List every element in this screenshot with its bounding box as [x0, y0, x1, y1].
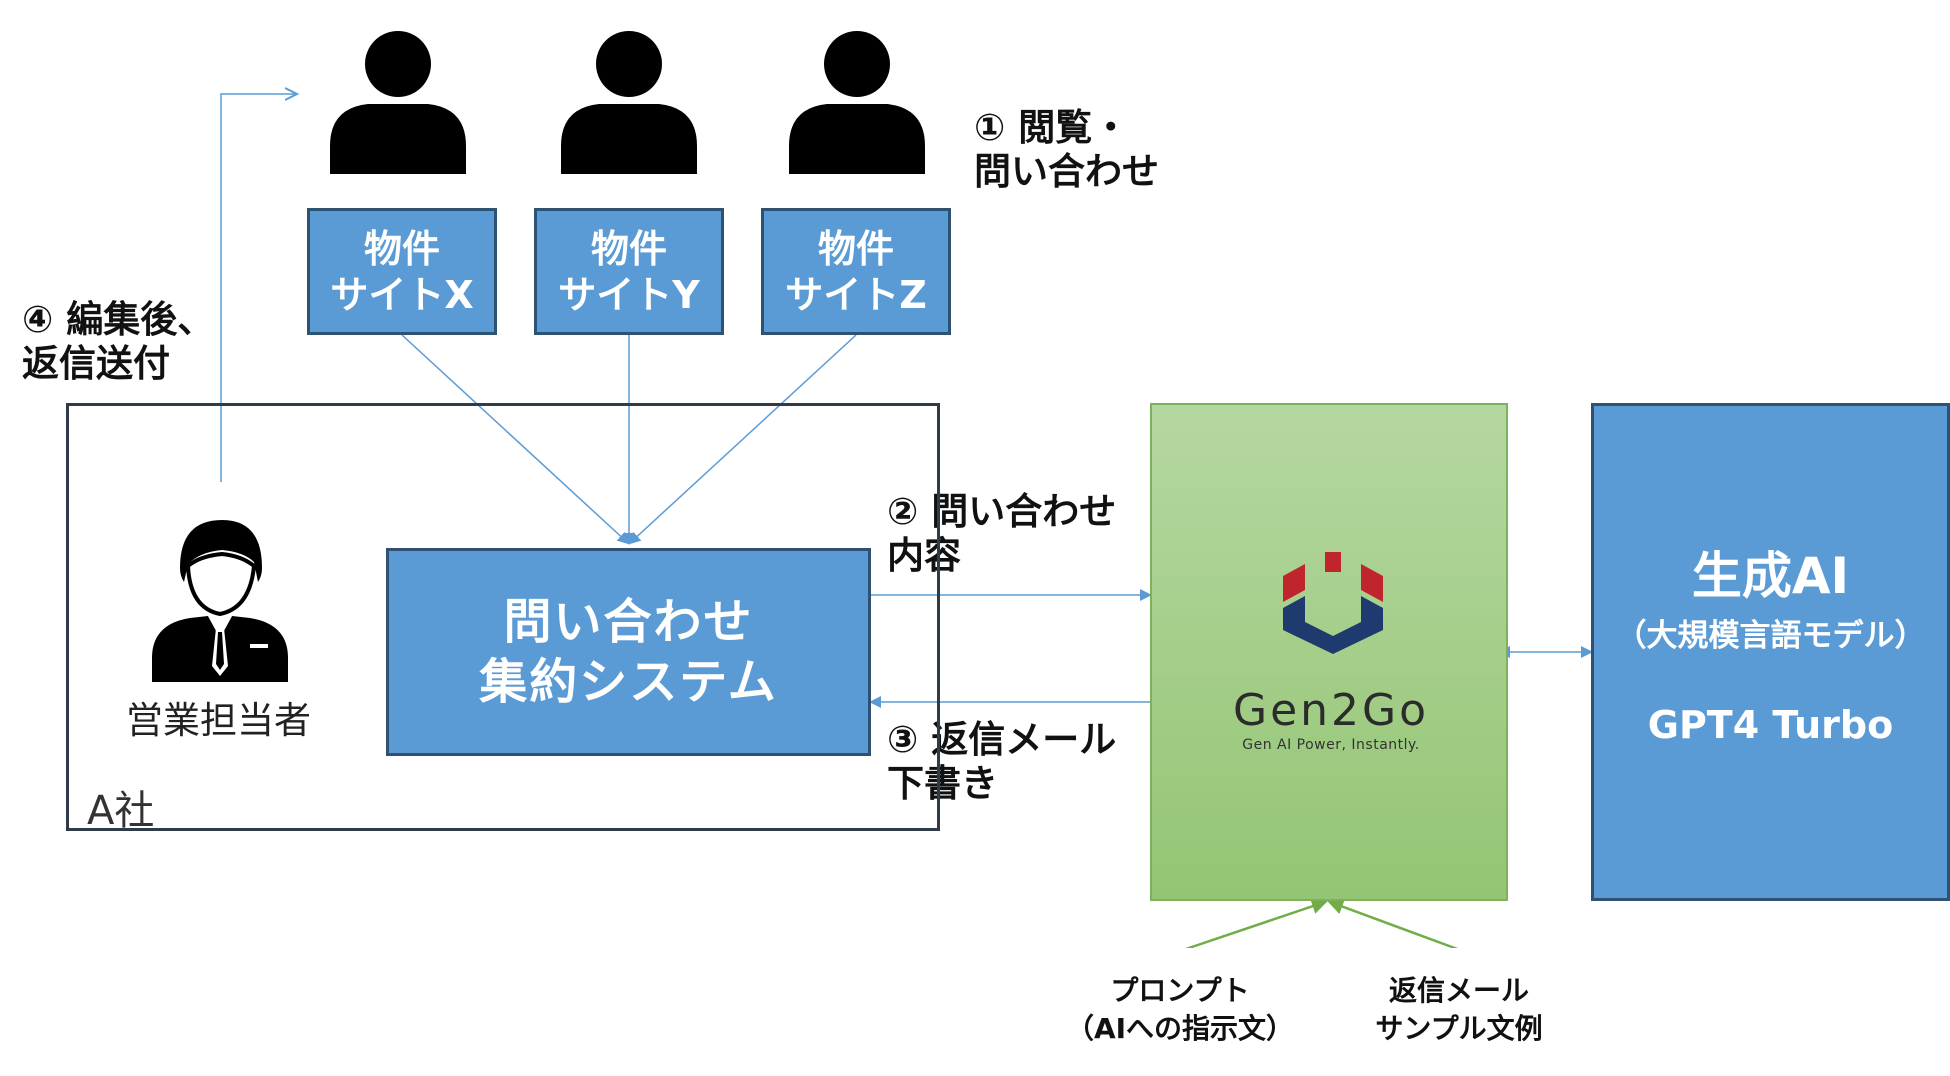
sample-note: 返信メール サンプル文例 [1330, 948, 1588, 1072]
step2-label: ② 問い合わせ 内容 [887, 490, 1117, 577]
prompt-note: プロンプト （AIへの指示文） [1050, 948, 1310, 1072]
step3-label: ③ 返信メール 下書き [887, 718, 1117, 805]
prompt-note-label: プロンプト （AIへの指示文） [1050, 948, 1310, 1072]
inquiry-system-box: 問い合わせ 集約システム [386, 548, 871, 756]
llm-subtitle: （大規模言語モデル） [1615, 618, 1926, 654]
user-icon [789, 31, 925, 174]
arrow-site-z-to-system [628, 334, 857, 545]
company-a-container: A社 [66, 403, 940, 834]
arrow-sample-to-gen2go [1327, 898, 1461, 952]
gen2go-hexagon-logo-icon [1283, 552, 1383, 654]
arrow-prompt-to-gen2go [1182, 898, 1328, 952]
gen2go-name: Gen2Go [1232, 685, 1430, 736]
site-z-box: 物件 サイトZ [761, 208, 951, 335]
gen2go-tagline: Gen AI Power, Instantly. [1242, 737, 1420, 753]
site-y-box: 物件 サイトY [534, 208, 724, 335]
arrow-staff-to-users [220, 94, 297, 482]
gen2go-box: Gen2Go Gen AI Power, Instantly. [1150, 403, 1508, 901]
businessman-icon [152, 520, 288, 682]
step4-label: ④ 編集後、 返信送付 [22, 298, 215, 385]
site-x-box: 物件 サイトX [307, 208, 497, 335]
step1-label: ① 閲覧・ 問い合わせ [974, 106, 1159, 193]
company-label: A社 [87, 788, 155, 834]
staff-caption: 営業担当者 [126, 699, 311, 742]
llm-box: 生成AI （大規模言語モデル） GPT4 Turbo [1591, 403, 1950, 901]
sample-note-label: 返信メール サンプル文例 [1330, 948, 1588, 1072]
user-icon [330, 31, 466, 174]
arrow-site-x-to-system [401, 334, 630, 545]
llm-model: GPT4 Turbo [1647, 703, 1894, 747]
user-icon [561, 31, 697, 174]
llm-title: 生成AI [1691, 547, 1850, 605]
